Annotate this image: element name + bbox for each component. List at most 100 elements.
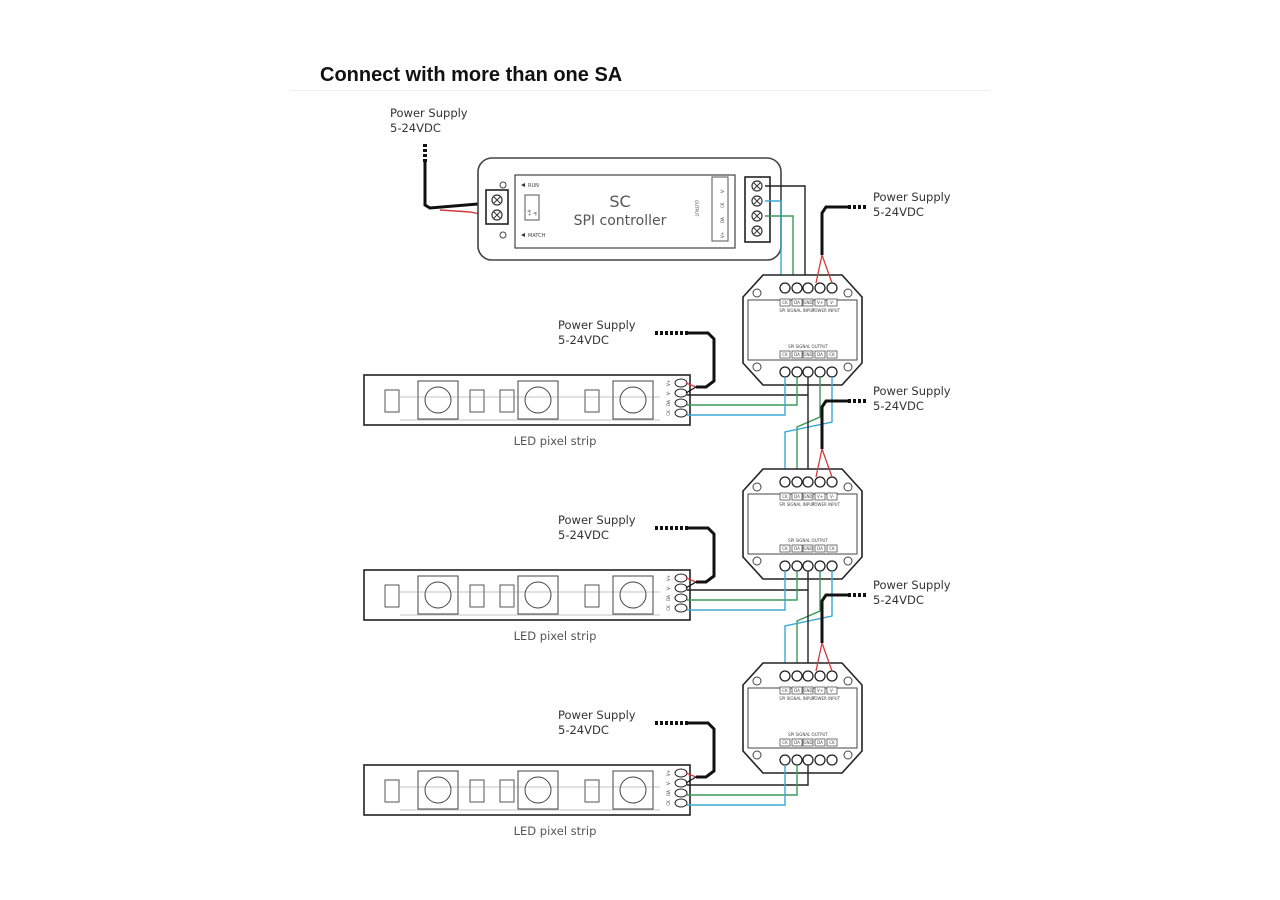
- amplifier-power-cable: [820, 205, 848, 255]
- output-terminal: [826, 366, 838, 378]
- output-pin-box: [814, 738, 826, 747]
- output-pin-label: V+: [720, 232, 725, 238]
- input-pin-box: [802, 686, 814, 695]
- power-caption: POWER INPUT: [812, 696, 841, 701]
- input-screw-cross: [493, 211, 501, 219]
- led-chip-lens: [424, 581, 452, 609]
- output-terminal: [791, 754, 803, 766]
- input-pin-label: V-: [830, 300, 835, 305]
- output-pin-label: CK: [829, 740, 835, 745]
- input-terminal: [826, 670, 838, 682]
- input-terminal: [802, 670, 814, 682]
- mount-hole: [752, 556, 762, 566]
- input-caption: SPI SIGNAL INPUT: [779, 308, 815, 313]
- input-pin-label: -A: [533, 212, 538, 216]
- output-pin-label: CK: [782, 352, 788, 357]
- led-chip-lens: [619, 776, 647, 804]
- output-terminal: [802, 754, 814, 766]
- resistor: [499, 584, 515, 608]
- resistor: [584, 584, 600, 608]
- signal-amplifier-2: [742, 468, 863, 580]
- input-pin-label: V+: [817, 494, 823, 499]
- signal-amplifier-1: [742, 274, 863, 386]
- power-caption: POWER INPUT: [812, 502, 841, 507]
- amplifier-power-supply-label-1: Power Supply: [873, 190, 951, 204]
- strip-power-cable: [688, 721, 716, 779]
- output-pin-label: CK: [782, 740, 788, 745]
- output-pin-label: DA: [817, 352, 823, 357]
- led-chip-lens: [619, 386, 647, 414]
- strip-pin-label: CK: [666, 800, 671, 806]
- input-caption: SPI SIGNAL INPUT: [779, 502, 815, 507]
- strip-pad: [674, 388, 688, 398]
- amplifier-v-plus-wire: [815, 642, 823, 672]
- input-terminal: [791, 476, 803, 488]
- input-terminal: [791, 282, 803, 294]
- strip-pad: [674, 408, 688, 418]
- output-screw-cross: [753, 197, 761, 205]
- input-pin-label: V+: [817, 688, 823, 693]
- strip-power-supply-label-2: 5-24VDC: [558, 723, 609, 737]
- controller-face: [514, 174, 736, 249]
- output-pin-box: [791, 350, 803, 359]
- amplifier-power-supply-label-1: Power Supply: [873, 578, 951, 592]
- input-pin-label: V-: [830, 494, 835, 499]
- mount-hole: [752, 362, 762, 372]
- input-pin-box: [791, 492, 803, 501]
- input-pin-box: [814, 686, 826, 695]
- sc-data-wire: [765, 215, 794, 280]
- power-caption: POWER INPUT: [812, 308, 841, 313]
- strip-pin-label: V-: [666, 390, 671, 395]
- input-caption: SPI SIGNAL INPUT: [779, 696, 815, 701]
- output-pin-label: DA: [794, 740, 800, 745]
- output-caption: SPI SIGNAL OUTPUT: [788, 538, 828, 543]
- output-pin-box: [826, 738, 838, 747]
- output-pin-box: [802, 544, 814, 553]
- input-pin-label: DA: [794, 688, 800, 693]
- amplifier-body: [747, 687, 858, 749]
- led-chip-lens: [424, 776, 452, 804]
- input-terminal: [802, 476, 814, 488]
- output-pin-label: GND: [803, 546, 812, 551]
- input-pin-label: DA: [794, 300, 800, 305]
- input-terminal: [779, 476, 791, 488]
- mount-hole: [752, 288, 762, 298]
- strip-pin-label: DA: [666, 790, 671, 796]
- resistor: [584, 779, 600, 803]
- input-pin-box: [826, 686, 838, 695]
- strip-data-wire: [687, 765, 798, 796]
- strip-pin-label: V+: [666, 380, 671, 386]
- output-pin-box: [826, 544, 838, 553]
- input-terminal: [826, 476, 838, 488]
- amplifier-power-supply-label-2: 5-24VDC: [873, 593, 924, 607]
- mount-hole: [843, 556, 853, 566]
- input-pin-label: GND: [803, 688, 812, 693]
- led-pixel-strip-2: [363, 569, 691, 621]
- input-pin-label: CK: [782, 688, 788, 693]
- input-pin-box: [814, 492, 826, 501]
- input-pin-box: [826, 298, 838, 307]
- output-pin-label: DA: [817, 546, 823, 551]
- sc-clock-wire: [765, 200, 782, 280]
- output-terminal: [802, 366, 814, 378]
- output-pin-label: DA: [794, 352, 800, 357]
- input-pin-box: [779, 298, 791, 307]
- input-terminal: [814, 476, 826, 488]
- resistor: [384, 389, 400, 413]
- amplifier-power-supply-label-1: Power Supply: [873, 384, 951, 398]
- input-terminal: [779, 282, 791, 294]
- strip-pad: [674, 398, 688, 408]
- controller-name: SC: [609, 192, 630, 211]
- output-terminal: [791, 560, 803, 572]
- input-pin-box: [791, 298, 803, 307]
- resistor: [499, 389, 515, 413]
- output-terminal: [814, 366, 826, 378]
- resistor: [469, 779, 485, 803]
- output-terminal: [826, 754, 838, 766]
- amplifier-body: [747, 493, 858, 555]
- input-terminal: [779, 670, 791, 682]
- strip-pin-label: DA: [666, 595, 671, 601]
- input-pin-box: [814, 298, 826, 307]
- match-label: MATCH: [528, 233, 546, 239]
- resistor: [469, 389, 485, 413]
